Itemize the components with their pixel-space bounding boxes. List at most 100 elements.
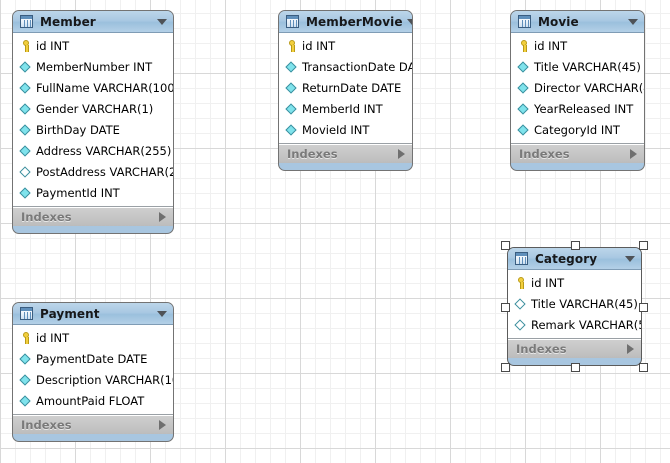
column-row[interactable]: Address VARCHAR(255) (13, 140, 173, 161)
table-node-payment[interactable]: Payment id INT PaymentDate DATE Description… (12, 302, 174, 442)
column-label: Director VARCHAR(45) (534, 80, 644, 95)
column-row[interactable]: BirthDay DATE (13, 119, 173, 140)
column-row[interactable]: MemberNumber INT (13, 56, 173, 77)
column-label: id INT (302, 38, 336, 53)
column-label: BirthDay DATE (36, 122, 120, 137)
chevron-right-icon[interactable] (630, 149, 637, 159)
column-row[interactable]: Gender VARCHAR(1) (13, 98, 173, 119)
table-shell: Movie id INT Title VARCHAR(45) Director VAR… (510, 10, 645, 171)
column-row[interactable]: ReturnDate DATE (279, 77, 412, 98)
chevron-down-icon[interactable] (628, 18, 638, 25)
column-label: id INT (534, 38, 568, 53)
diamond-icon (514, 318, 528, 332)
table-header[interactable]: Member (13, 11, 173, 33)
diamond-icon (285, 81, 299, 95)
table-node-movie[interactable]: Movie id INT Title VARCHAR(45) Director VAR… (510, 10, 645, 171)
chevron-right-icon[interactable] (398, 149, 405, 159)
resize-handle-sw[interactable] (501, 363, 510, 372)
table-icon (20, 307, 33, 320)
indexes-label: Indexes (21, 418, 72, 432)
indexes-section[interactable]: Indexes (279, 144, 412, 163)
column-row[interactable]: Remark VARCHAR(500) (508, 314, 641, 335)
resize-handle-nw[interactable] (501, 241, 510, 250)
resize-handle-n[interactable] (570, 241, 580, 250)
key-icon (285, 39, 299, 53)
indexes-section[interactable]: Indexes (508, 339, 641, 358)
resize-handle-s[interactable] (570, 363, 580, 372)
column-row[interactable]: MovieId INT (279, 119, 412, 140)
chevron-down-icon[interactable] (157, 18, 167, 25)
resize-handle-e[interactable] (639, 302, 648, 312)
column-row[interactable]: AmountPaid FLOAT (13, 390, 173, 411)
column-row[interactable]: Director VARCHAR(45) (511, 77, 644, 98)
column-label: id INT (36, 330, 70, 345)
diamond-icon (19, 186, 33, 200)
column-label: PaymentDate DATE (36, 351, 148, 366)
indexes-section[interactable]: Indexes (511, 144, 644, 163)
column-row[interactable]: id INT (508, 272, 641, 293)
chevron-down-icon[interactable] (157, 310, 167, 317)
diamond-icon (285, 102, 299, 116)
table-header[interactable]: Movie (511, 11, 644, 33)
column-row[interactable]: id INT (279, 35, 412, 56)
column-label: YearReleased INT (534, 101, 634, 116)
column-label: AmountPaid FLOAT (36, 393, 145, 408)
table-header[interactable]: Category (508, 248, 641, 270)
column-list: id INT Title VARCHAR(45) Director VARCHAR(… (511, 33, 644, 144)
column-label: Gender VARCHAR(1) (36, 101, 154, 116)
table-title: Movie (538, 14, 579, 29)
column-label: Title VARCHAR(45) (534, 59, 641, 74)
table-node-category[interactable]: Category id INT Title VARCHAR(45) Remark VA… (501, 241, 648, 372)
column-label: CategoryId INT (534, 122, 620, 137)
chevron-down-icon[interactable] (406, 18, 412, 25)
diamond-icon (19, 81, 33, 95)
column-label: PaymentId INT (36, 185, 120, 200)
resize-handle-ne[interactable] (639, 241, 648, 250)
diamond-icon (19, 60, 33, 74)
table-shell: MemberMovie id INT TransactionDate DATE Ret… (278, 10, 413, 171)
table-node-membermovie[interactable]: MemberMovie id INT TransactionDate DATE Ret… (278, 10, 413, 171)
column-row[interactable]: PostAddress VARCHAR(255) (13, 161, 173, 182)
column-label: ReturnDate DATE (302, 80, 402, 95)
table-header[interactable]: MemberMovie (279, 11, 412, 33)
column-row[interactable]: Title VARCHAR(45) (508, 293, 641, 314)
diamond-icon (19, 394, 33, 408)
diamond-icon (517, 102, 531, 116)
column-row[interactable]: PaymentDate DATE (13, 348, 173, 369)
column-row[interactable]: CategoryId INT (511, 119, 644, 140)
chevron-right-icon[interactable] (159, 420, 166, 430)
indexes-label: Indexes (516, 342, 567, 356)
column-row[interactable]: Description VARCHAR(100) (13, 369, 173, 390)
table-icon (518, 15, 531, 28)
key-icon (19, 331, 33, 345)
column-row[interactable]: Title VARCHAR(45) (511, 56, 644, 77)
column-label: id INT (531, 275, 565, 290)
column-row[interactable]: id INT (13, 327, 173, 348)
table-shell: Category id INT Title VARCHAR(45) Remark VA… (507, 247, 642, 366)
diamond-icon (285, 60, 299, 74)
column-row[interactable]: id INT (511, 35, 644, 56)
key-icon (19, 39, 33, 53)
diamond-icon (19, 352, 33, 366)
diamond-icon (19, 123, 33, 137)
diamond-icon (19, 102, 33, 116)
indexes-section[interactable]: Indexes (13, 415, 173, 434)
chevron-right-icon[interactable] (159, 212, 166, 222)
column-row[interactable]: FullName VARCHAR(100) (13, 77, 173, 98)
column-label: Title VARCHAR(45) (531, 296, 638, 311)
resize-handle-w[interactable] (501, 302, 510, 312)
table-header[interactable]: Payment (13, 303, 173, 325)
chevron-down-icon[interactable] (625, 255, 635, 262)
indexes-section[interactable]: Indexes (13, 207, 173, 226)
column-row[interactable]: id INT (13, 35, 173, 56)
diamond-icon (517, 123, 531, 137)
chevron-right-icon[interactable] (627, 344, 634, 354)
column-row[interactable]: PaymentId INT (13, 182, 173, 203)
resize-handle-se[interactable] (639, 363, 648, 372)
column-row[interactable]: YearReleased INT (511, 98, 644, 119)
column-row[interactable]: MemberId INT (279, 98, 412, 119)
column-row[interactable]: TransactionDate DATE (279, 56, 412, 77)
